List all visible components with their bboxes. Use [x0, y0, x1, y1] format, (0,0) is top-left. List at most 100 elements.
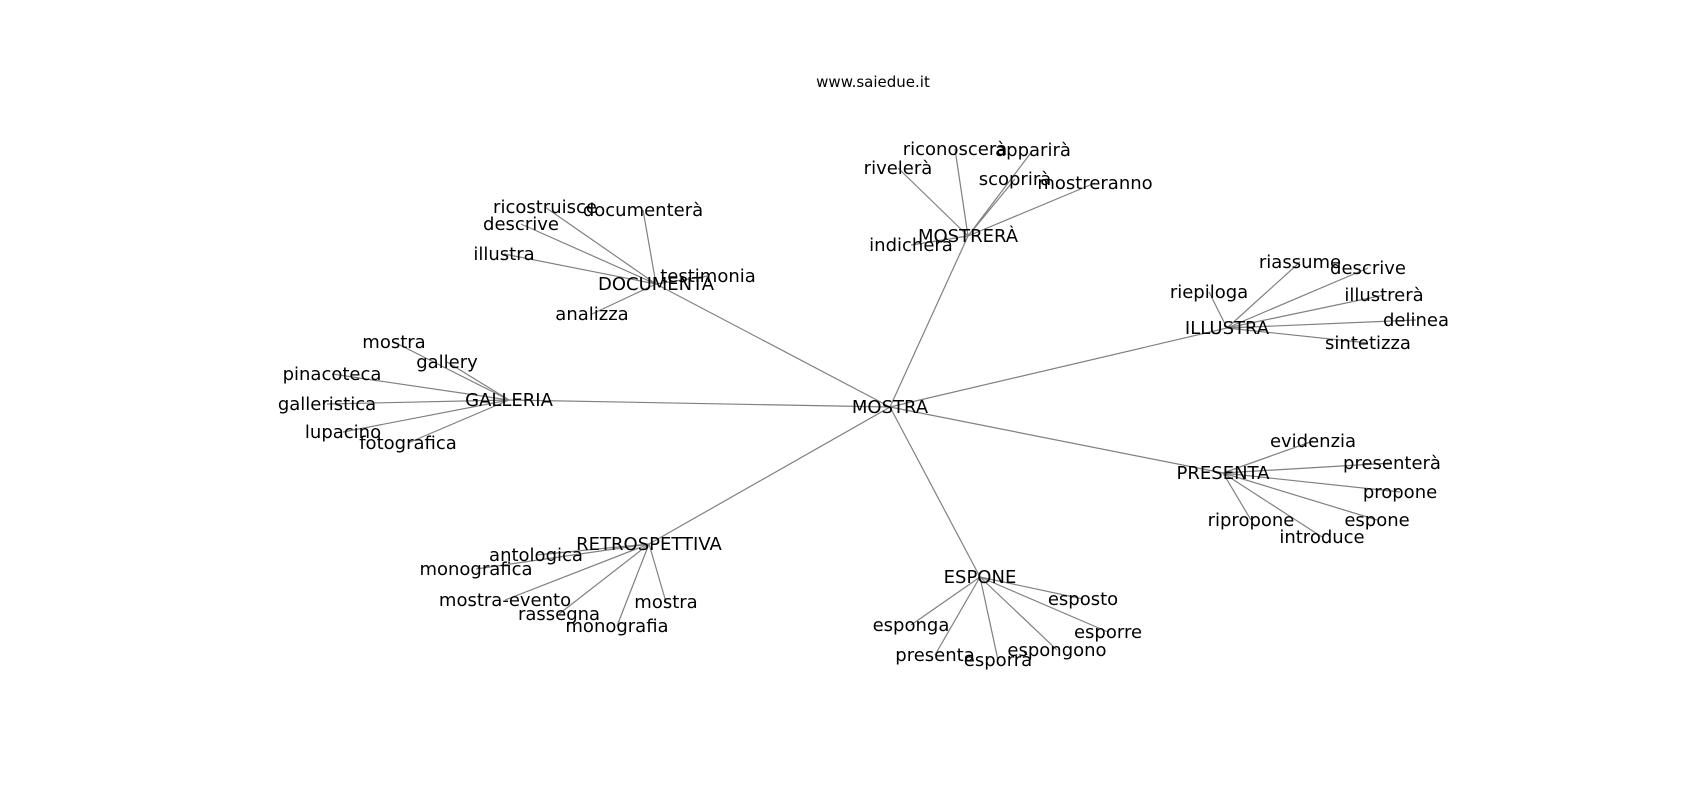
- node-leaf-espone: espone: [1344, 510, 1409, 531]
- node-leaf-esposto: esposto: [1048, 589, 1118, 610]
- node-leaf-esporra: esporrà: [964, 650, 1032, 671]
- node-leaf-riassume: riassume: [1259, 252, 1341, 273]
- node-leaf-propone: propone: [1363, 482, 1437, 503]
- node-leaf-riconoscera: riconoscerà: [903, 139, 1008, 160]
- node-leaf-espongono: espongono: [1007, 640, 1106, 661]
- edge-center-illustra: [889, 327, 1228, 408]
- edge-espone-esporre: [979, 576, 1109, 633]
- edge-documenta-testimonia: [655, 275, 709, 285]
- node-leaf-mostreranno: mostreranno: [1037, 173, 1152, 194]
- node-leaf-fotografica: fotografica: [359, 433, 457, 454]
- edge-layer: [326, 148, 1417, 661]
- edge-documenta-descrive: [520, 223, 657, 285]
- node-leaf-mostra: mostra: [634, 592, 697, 613]
- edge-illustra-riepiloga: [1208, 291, 1228, 329]
- node-leaf-gallery: gallery: [416, 352, 478, 373]
- node-leaf-analizza: analizza: [555, 304, 628, 325]
- node-leaf-ricostruisce: ricostruisce: [493, 197, 597, 218]
- node-hub-presenta: PRESENTA: [1177, 463, 1271, 484]
- node-leaf-introduce: introduce: [1279, 527, 1364, 548]
- node-leaf-galleristica: galleristica: [278, 394, 376, 415]
- node-hub-illustra: ILLUSTRA: [1185, 318, 1270, 339]
- node-leaf-scoprira: scoprirà: [979, 169, 1052, 190]
- edge-illustra-descrive: [1226, 267, 1369, 329]
- edge-center-espone: [889, 406, 981, 578]
- edge-documenta-ricostruisce: [544, 206, 657, 285]
- edge-galleria-mostra: [393, 341, 510, 401]
- edge-presenta-introduce: [1222, 472, 1323, 538]
- node-hub-galleria: GALLERIA: [465, 390, 554, 411]
- node-leaf-delinea: delinea: [1383, 310, 1449, 331]
- edge-mostrera-indichera: [910, 235, 969, 246]
- node-leaf-mostra: mostra: [362, 332, 425, 353]
- edge-center-mostrera: [889, 235, 969, 408]
- edge-espone-esposto: [979, 576, 1084, 600]
- edge-documenta-illustra: [503, 253, 657, 285]
- edge-mostrera-riconoscera: [954, 148, 969, 237]
- edge-presenta-espone: [1222, 472, 1378, 521]
- edge-presenta-propone: [1222, 472, 1401, 493]
- edge-documenta-documentera: [642, 209, 657, 285]
- edge-illustra-illustrera: [1226, 294, 1385, 329]
- edge-retrospettiva-antologica: [535, 543, 650, 556]
- node-leaf-antologica: antologica: [489, 545, 583, 566]
- node-leaf-apparira: apparirà: [995, 140, 1071, 161]
- edge-espone-esponga: [910, 576, 981, 626]
- site-credit: www.saiedue.it: [816, 73, 930, 91]
- node-leaf-lupacino: lupacino: [305, 422, 381, 443]
- edge-illustra-riassume: [1226, 261, 1301, 329]
- edge-presenta-ripropone: [1222, 472, 1252, 521]
- edge-retrospettiva-rassegna: [558, 543, 650, 615]
- edge-retrospettiva-mostra: [648, 543, 667, 603]
- node-leaf-esporre: esporre: [1074, 622, 1142, 643]
- edge-galleria-galleristica: [326, 399, 510, 405]
- node-leaf-esponga: esponga: [873, 615, 950, 636]
- node-leaf-mostra-evento: mostra-evento: [439, 590, 571, 611]
- node-leaf-rivelera: rivelerà: [864, 158, 933, 179]
- node-leaf-pinacoteca: pinacoteca: [283, 364, 382, 385]
- node-leaf-descrive: descrive: [1330, 258, 1406, 279]
- node-leaf-documentera: documenterà: [583, 200, 703, 221]
- node-leaf-presentera: presenterà: [1343, 453, 1441, 474]
- node-hub-mostrera: MOSTRERÀ: [918, 225, 1019, 247]
- node-leaf-testimonia: testimonia: [660, 266, 756, 287]
- node-leaf-sintetizza: sintetizza: [1325, 333, 1411, 354]
- edge-galleria-lupacino: [342, 399, 510, 433]
- edge-retrospettiva-mostra-evento: [504, 543, 650, 601]
- edge-center-galleria: [508, 399, 891, 408]
- node-hub-documenta: DOCUMENTA: [598, 274, 715, 295]
- edge-presenta-presentera: [1222, 462, 1393, 474]
- node-leaf-evidenzia: evidenzia: [1270, 431, 1356, 452]
- node-leaf-indichera: indicherà: [869, 235, 953, 256]
- node-hub-retrospettiva: RETROSPETTIVA: [576, 534, 722, 555]
- node-leaf-monografia: monografia: [565, 616, 668, 637]
- edge-documenta-analizza: [591, 283, 657, 315]
- node-hub-espone: ESPONE: [944, 567, 1017, 588]
- edge-mostrera-mostreranno: [967, 182, 1096, 237]
- edge-illustra-delinea: [1226, 319, 1417, 329]
- node-leaf-descrive: descrive: [483, 214, 559, 235]
- edge-retrospettiva-monografia: [616, 543, 650, 627]
- edge-mostrera-apparira: [967, 149, 1034, 237]
- edge-galleria-fotografica: [407, 399, 510, 444]
- edge-espone-esporra: [979, 576, 999, 661]
- node-leaf-illustra: illustra: [473, 244, 534, 265]
- edge-illustra-sintetizza: [1226, 327, 1369, 344]
- node-leaf-rassegna: rassegna: [518, 604, 600, 625]
- edge-galleria-gallery: [446, 361, 510, 401]
- node-leaf-monografica: monografica: [419, 559, 532, 580]
- node-leaf-riepiloga: riepiloga: [1170, 282, 1248, 303]
- edge-espone-espongono: [979, 576, 1058, 651]
- edge-galleria-pinacoteca: [331, 373, 510, 401]
- node-leaf-ripropone: ripropone: [1208, 510, 1295, 531]
- edge-center-presenta: [889, 406, 1224, 474]
- edge-center-retrospettiva: [648, 406, 891, 545]
- edge-presenta-evidenzia: [1222, 440, 1314, 474]
- edge-center-documenta: [655, 283, 891, 408]
- edge-mostrera-rivelera: [897, 167, 969, 237]
- node-leaf-presenta: presenta: [895, 645, 974, 666]
- node-center-mostra: MOSTRA: [852, 397, 929, 418]
- edge-retrospettiva-monografica: [475, 543, 650, 570]
- edge-espone-presenta: [934, 576, 981, 656]
